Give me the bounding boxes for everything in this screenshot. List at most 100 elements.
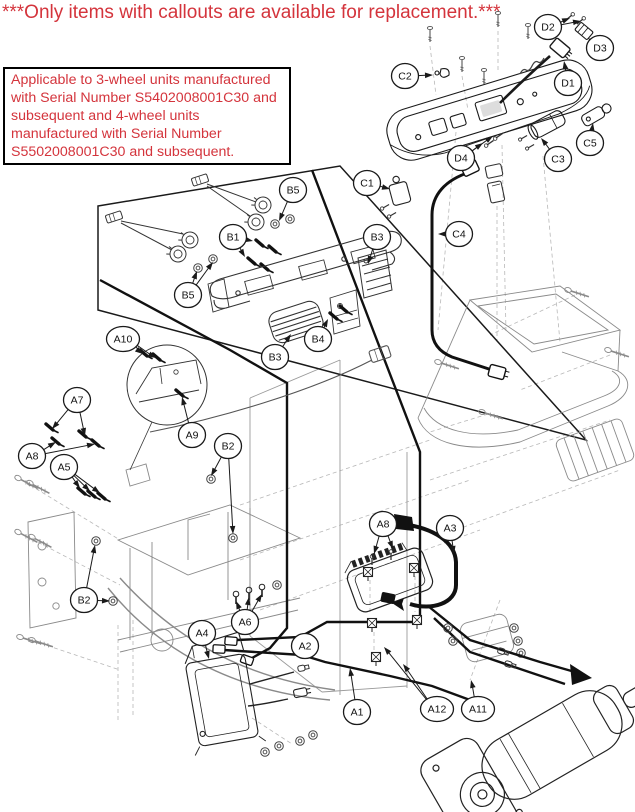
callout-b4: B4 <box>303 319 333 353</box>
callout-b5: B5 <box>278 176 308 221</box>
callout-a4: A4 <box>187 619 217 659</box>
callout-c5: C5 <box>575 123 605 157</box>
d3-connector <box>574 22 594 40</box>
svg-text:A5: A5 <box>58 462 71 474</box>
callout-b3: B3 <box>362 223 392 264</box>
c3-screws <box>518 134 535 151</box>
callout-a12: A12 <box>384 647 455 723</box>
callout-d2: D2 <box>533 13 581 41</box>
c4-harness <box>430 159 510 381</box>
light-harness-lower <box>105 210 218 273</box>
svg-text:A6: A6 <box>239 617 252 629</box>
svg-text:A7: A7 <box>71 395 84 407</box>
svg-text:B4: B4 <box>312 334 325 346</box>
a7-a8-screws <box>44 422 106 451</box>
callout-a6: A6 <box>230 594 262 636</box>
callout-c3: C3 <box>541 138 573 173</box>
svg-text:D3: D3 <box>593 43 607 55</box>
callout-a9: A9 <box>177 397 207 449</box>
charger-hardware <box>260 730 318 757</box>
b4-screws <box>328 304 354 324</box>
left-frame <box>13 463 336 701</box>
frame-harness <box>149 345 392 433</box>
b3-side-plate <box>329 289 361 335</box>
callout-a5: A5 <box>49 453 100 493</box>
callout-b5: B5 <box>173 262 213 309</box>
d1-connector <box>549 37 573 60</box>
svg-text:D2: D2 <box>541 22 555 34</box>
b2-nuts <box>91 474 238 606</box>
callout-b3: B3 <box>260 334 291 371</box>
callout-d1: D1 <box>553 61 583 97</box>
right-frame <box>417 285 635 482</box>
svg-text:C2: C2 <box>398 71 412 83</box>
svg-text:B3: B3 <box>371 232 384 244</box>
svg-text:D1: D1 <box>561 78 575 90</box>
below-console-connectors <box>484 163 506 204</box>
svg-text:C1: C1 <box>360 178 374 190</box>
motor-assembly <box>420 684 635 812</box>
a6-bolts <box>232 580 282 605</box>
callout-b2: B2 <box>69 545 110 614</box>
b1-screws <box>246 238 283 275</box>
console-screws <box>426 10 532 85</box>
d4-screws <box>483 132 503 148</box>
c3-cylinder <box>527 110 566 140</box>
svg-text:A12: A12 <box>428 704 447 716</box>
callout-a2: A2 <box>290 632 320 660</box>
svg-text:A4: A4 <box>196 628 209 640</box>
tiller-cable <box>499 37 573 104</box>
construction-lines <box>29 31 621 745</box>
callout-a10: A10 <box>105 325 156 358</box>
callout-b2: B2 <box>211 432 243 534</box>
c5-key <box>581 103 612 127</box>
svg-text:B2: B2 <box>78 595 91 607</box>
callout-a8: A8 <box>17 442 95 470</box>
callout-d3: D3 <box>585 34 615 62</box>
a3-harness <box>380 514 458 611</box>
svg-text:A10: A10 <box>114 334 133 346</box>
detail-circle <box>126 344 208 471</box>
c1-switch <box>380 175 412 219</box>
rear-bumper <box>207 230 402 313</box>
svg-text:B3: B3 <box>269 352 282 364</box>
a11-motor-cables <box>427 605 592 686</box>
svg-text:B5: B5 <box>287 185 300 197</box>
svg-text:A8: A8 <box>377 519 390 531</box>
charger <box>184 631 318 757</box>
svg-text:A3: A3 <box>444 523 457 535</box>
callout-a8: A8 <box>368 510 398 554</box>
callout-layer: A1A2A3A4A5A6A7A8A8A9A10A11A12B1B2B2B3B3B… <box>17 13 615 726</box>
svg-text:B5: B5 <box>182 290 195 302</box>
svg-text:C3: C3 <box>551 154 565 166</box>
callout-b1: B1 <box>218 223 253 257</box>
replacement-notice: ***Only items with callouts are availabl… <box>2 2 501 23</box>
svg-text:B1: B1 <box>227 232 240 244</box>
callout-d4: D4 <box>446 136 493 172</box>
callout-c4: C4 <box>438 220 474 248</box>
b-group-plane <box>97 165 589 442</box>
svg-text:A9: A9 <box>186 430 199 442</box>
applicability-note: Applicable to 3-wheel units manufactured… <box>3 67 291 165</box>
c2-clip <box>434 68 450 78</box>
light-harness-upper <box>191 173 295 233</box>
a12-connectors <box>362 562 423 667</box>
svg-text:B2: B2 <box>222 441 235 453</box>
callout-a1: A1 <box>342 668 372 726</box>
callout-a7: A7 <box>52 386 92 436</box>
svg-text:A1: A1 <box>351 707 364 719</box>
svg-text:A11: A11 <box>469 704 487 716</box>
assembly-plane-lines <box>249 359 408 695</box>
svg-text:A2: A2 <box>299 641 312 653</box>
b3-reflector-plate <box>357 249 393 299</box>
svg-text:A8: A8 <box>26 451 39 463</box>
callout-a3: A3 <box>435 514 465 554</box>
callout-c2: C2 <box>390 62 433 90</box>
callout-c1: C1 <box>352 169 390 197</box>
svg-text:C4: C4 <box>452 229 466 241</box>
controller <box>344 542 434 613</box>
svg-text:C5: C5 <box>583 138 597 150</box>
svg-text:D4: D4 <box>454 153 468 165</box>
